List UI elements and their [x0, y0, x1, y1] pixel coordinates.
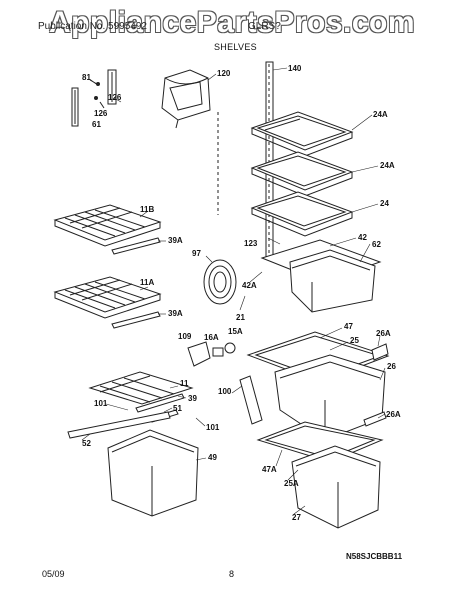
- callout-126: 126: [94, 109, 108, 118]
- section-title: SHELVES: [214, 42, 257, 52]
- callout-123: 123: [244, 239, 258, 248]
- callout-15A: 15A: [228, 327, 243, 336]
- model-number: GLRS?: [248, 21, 281, 32]
- callout-26A: 26A: [386, 410, 401, 419]
- shelf-trim-part[interactable]: [111, 311, 161, 329]
- callout-27: 27: [292, 513, 301, 522]
- callout-81: 81: [82, 73, 91, 82]
- callout-24A: 24A: [380, 161, 395, 170]
- callout-120: 120: [217, 69, 231, 78]
- callout-101: 101: [206, 423, 220, 432]
- callout-51: 51: [173, 404, 182, 413]
- callout-109: 109: [178, 332, 192, 341]
- footer-date: 05/09: [42, 569, 65, 579]
- callout-126: 126: [108, 93, 122, 102]
- door-bin-part[interactable]: [161, 69, 211, 129]
- wire-shelf-part[interactable]: [88, 371, 194, 405]
- wire-shelf-part[interactable]: [53, 276, 162, 319]
- callout-42A: 42A: [242, 281, 257, 290]
- callout-11A: 11A: [140, 278, 154, 287]
- callout-97: 97: [192, 249, 201, 258]
- callout-labels: 81 126 126 61 120 140 24A 24A 24 11B 39A…: [82, 64, 401, 522]
- coil-part[interactable]: [203, 259, 237, 305]
- callout-61: 61: [92, 120, 101, 129]
- page-number: 8: [229, 569, 235, 579]
- callout-21: 21: [236, 313, 245, 322]
- callout-24A: 24A: [373, 110, 388, 119]
- callout-25: 25: [350, 336, 359, 345]
- callout-140: 140: [288, 64, 302, 73]
- callout-52: 52: [82, 439, 91, 448]
- watermark: AppliancePartsPros.com: [48, 6, 416, 39]
- frame-part[interactable]: [67, 411, 171, 439]
- callout-47A: 47A: [262, 465, 277, 474]
- callout-49: 49: [208, 453, 217, 462]
- shelf-bracket-part[interactable]: [71, 69, 117, 127]
- callout-39: 39: [188, 394, 197, 403]
- pan-slide-part[interactable]: [363, 343, 389, 427]
- storage-pan-part[interactable]: [289, 249, 376, 313]
- callout-26A: 26A: [376, 329, 391, 338]
- bin-part[interactable]: [107, 429, 199, 517]
- callout-16A: 16A: [204, 333, 219, 342]
- shelf-rail-part[interactable]: [265, 61, 274, 258]
- callout-101: 101: [94, 399, 108, 408]
- callout-47: 47: [344, 322, 353, 331]
- callout-42: 42: [358, 233, 367, 242]
- callout-24: 24: [380, 199, 389, 208]
- callout-25A: 25A: [284, 479, 299, 488]
- callout-100: 100: [218, 387, 232, 396]
- diagram-code: N58SJCBBB11: [346, 552, 403, 561]
- divider-part[interactable]: [239, 375, 263, 425]
- callout-11: 11: [180, 379, 189, 388]
- callout-62: 62: [372, 240, 381, 249]
- callout-39A: 39A: [168, 236, 183, 245]
- leader-lines: [81, 67, 386, 515]
- small-part[interactable]: [187, 341, 236, 367]
- callout-39A: 39A: [168, 309, 183, 318]
- callout-11B: 11B: [140, 205, 154, 214]
- shelf-trim-part[interactable]: [111, 237, 161, 255]
- storage-pan-part[interactable]: [291, 445, 381, 529]
- wire-shelf-part[interactable]: [53, 204, 162, 247]
- publication-number: Publication No. 5995492: [38, 21, 147, 32]
- callout-26: 26: [387, 362, 396, 371]
